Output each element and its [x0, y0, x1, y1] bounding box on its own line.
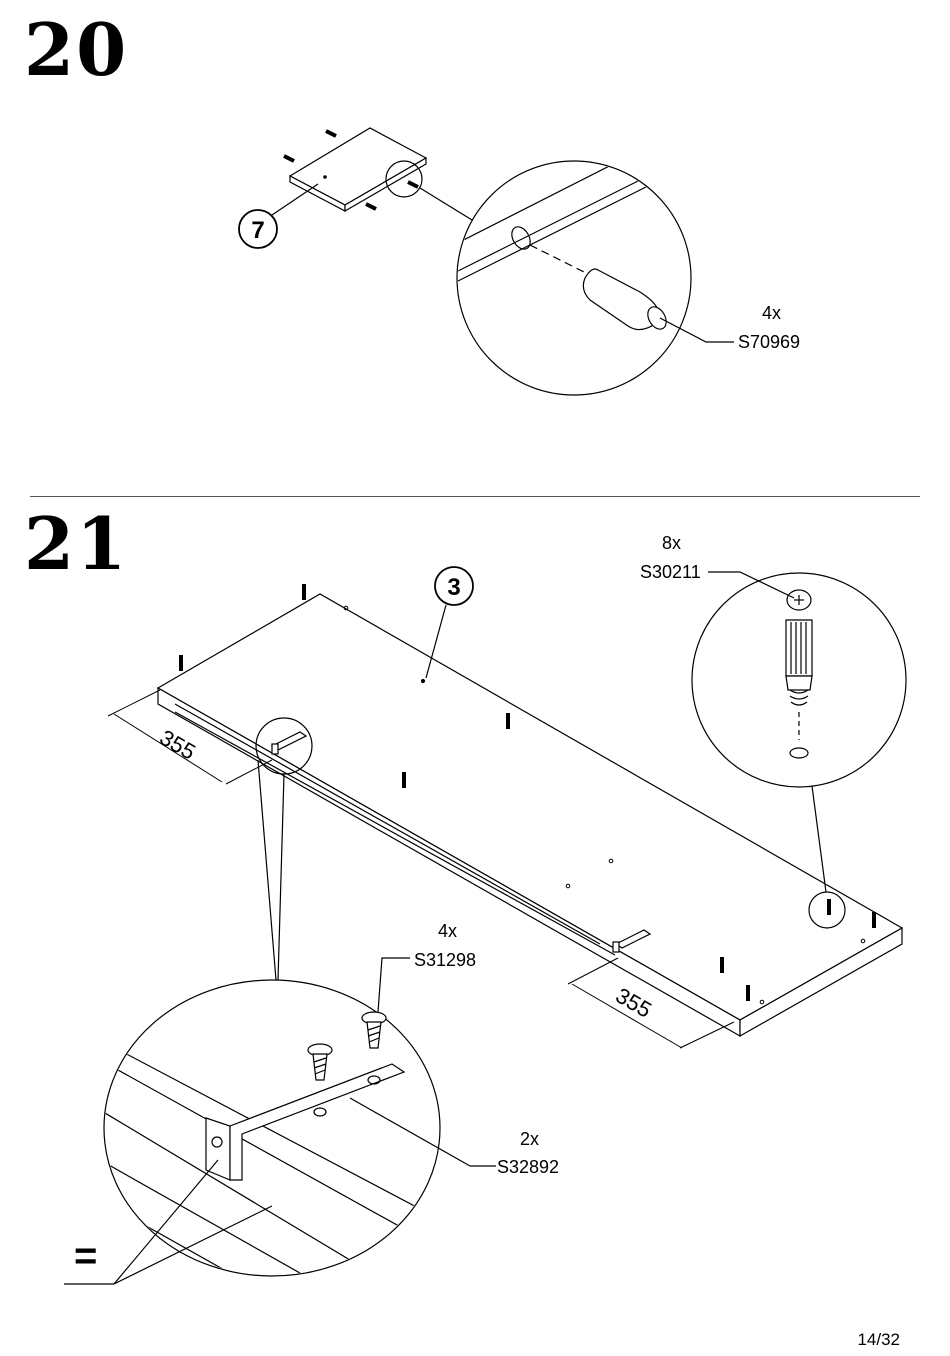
dimension-label-right: 355 — [612, 983, 656, 1023]
part-label-7: 7 — [251, 217, 264, 244]
callout-quantity-s32892: 2x — [520, 1129, 540, 1149]
equal-symbol: = — [74, 1234, 98, 1278]
page-indicator: 14/32 — [857, 1330, 900, 1349]
part-label-3: 3 — [447, 574, 460, 601]
step-20-drawing — [238, 127, 734, 396]
step-number-20: 20 — [24, 7, 129, 92]
step-divider — [30, 496, 920, 497]
detail-marker-circle — [385, 160, 423, 198]
step-21-drawing — [64, 566, 907, 1285]
dimension-label-left: 355 — [156, 725, 200, 765]
callout-code-s30211: S30211 — [640, 562, 701, 582]
callout-code-s32892: S32892 — [497, 1157, 560, 1177]
part-circle-3 — [434, 566, 474, 606]
callout-quantity-s31298: 4x — [438, 921, 458, 941]
step-number-21: 21 — [24, 501, 129, 586]
cam-bolts — [179, 584, 876, 1005]
screws — [307, 1011, 387, 1081]
dowel-detail-circle — [456, 160, 692, 396]
bracket-screw-detail-circle — [64, 957, 496, 1285]
callout-code-s31298: S31298 — [414, 950, 477, 970]
dowel-pins — [283, 129, 419, 211]
shelf-panel-7 — [288, 127, 428, 213]
callout-quantity-s70969: 4x — [762, 303, 782, 323]
callout-code-s70969: S70969 — [738, 332, 801, 352]
part-circle-7 — [238, 209, 278, 249]
bolt-detail-marker — [808, 891, 846, 929]
dimension-lines — [107, 689, 735, 1049]
callout-quantity-s30211: 8x — [662, 533, 682, 553]
long-panel-3 — [156, 593, 904, 1038]
brackets — [270, 731, 652, 953]
cam-bolt-detail-circle — [691, 572, 907, 788]
